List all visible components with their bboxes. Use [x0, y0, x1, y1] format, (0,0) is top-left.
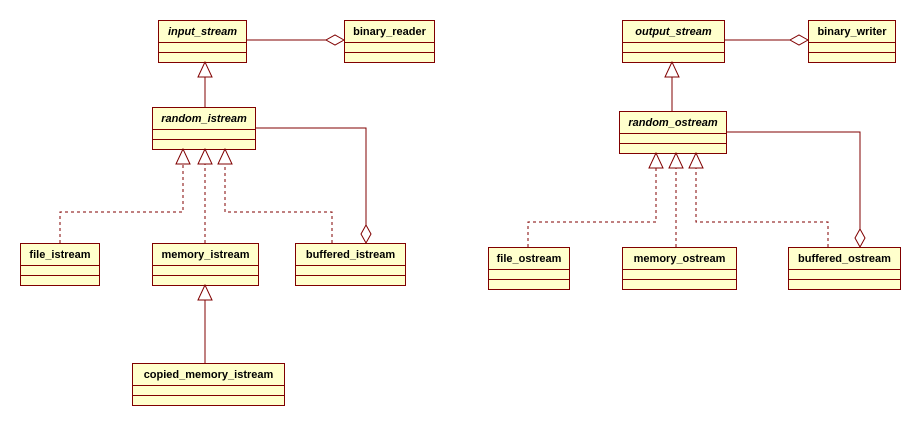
- class-name: memory_istream: [161, 249, 249, 261]
- aggregation-diamond: [854, 227, 866, 249]
- realization-line-file_ostream-random_ostream: [527, 168, 657, 247]
- class-output_stream[interactable]: output_stream: [622, 20, 725, 63]
- class-name: input_stream: [168, 26, 237, 38]
- generalization-arrowhead: [197, 147, 213, 165]
- class-name: random_istream: [161, 113, 247, 125]
- class-file_istream[interactable]: file_istream: [20, 243, 100, 286]
- realization-line-buffered_ostream-random_ostream: [695, 168, 829, 247]
- class-box: [488, 247, 570, 290]
- class-file_ostream[interactable]: file_ostream: [488, 247, 570, 290]
- class-box: [788, 247, 901, 290]
- aggregation-diamond: [360, 223, 372, 245]
- class-binary_reader[interactable]: binary_reader: [344, 20, 435, 63]
- class-name: buffered_istream: [306, 249, 395, 261]
- class-boxes: input_stream binary_reader random_istreamf…: [20, 20, 901, 406]
- class-box: [622, 20, 725, 63]
- class-name: binary_writer: [817, 26, 887, 38]
- class-box: [152, 243, 259, 286]
- generalization-arrowhead: [648, 151, 664, 169]
- class-box: [158, 20, 247, 63]
- class-box: [152, 107, 256, 150]
- generalization-arrowhead: [175, 147, 191, 165]
- class-box: [344, 20, 435, 63]
- class-box: [808, 20, 896, 63]
- class-random_istream[interactable]: random_istream: [152, 107, 256, 150]
- generalization-arrowhead: [668, 151, 684, 169]
- aggregation-diamond: [324, 34, 346, 46]
- generalization-arrowhead: [664, 60, 680, 78]
- generalization-arrowhead: [688, 151, 704, 169]
- realization-line-file_istream-random_istream: [59, 164, 184, 243]
- class-box: [622, 247, 737, 290]
- class-name: copied_memory_istream: [144, 369, 274, 381]
- class-name: output_stream: [635, 26, 712, 38]
- class-copied_memory_istream[interactable]: copied_memory_istream: [132, 363, 285, 406]
- aggregation-diamond: [788, 34, 810, 46]
- class-name: memory_ostream: [634, 253, 726, 265]
- aggregation-line-random_istream-buffered_istream: [255, 127, 367, 225]
- class-box: [20, 243, 100, 286]
- class-name: random_ostream: [628, 117, 717, 129]
- aggregation-line-random_ostream-buffered_ostream: [726, 131, 861, 229]
- class-box: [295, 243, 406, 286]
- class-name: binary_reader: [353, 26, 426, 38]
- class-name: file_ostream: [497, 253, 562, 265]
- class-box: [132, 363, 285, 406]
- generalization-arrowhead: [217, 147, 233, 165]
- relationship-markers: [175, 34, 866, 301]
- class-name: buffered_ostream: [798, 253, 891, 265]
- generalization-arrowhead: [197, 60, 213, 78]
- class-name: file_istream: [29, 249, 90, 261]
- class-memory_ostream[interactable]: memory_ostream: [622, 247, 737, 290]
- class-binary_writer[interactable]: binary_writer: [808, 20, 896, 63]
- class-random_ostream[interactable]: random_ostream: [619, 111, 727, 154]
- realization-line-buffered_istream-random_istream: [224, 164, 333, 243]
- class-buffered_ostream[interactable]: buffered_ostream: [788, 247, 901, 290]
- class-buffered_istream[interactable]: buffered_istream: [295, 243, 406, 286]
- class-memory_istream[interactable]: memory_istream: [152, 243, 259, 286]
- class-input_stream[interactable]: input_stream: [158, 20, 247, 63]
- generalization-arrowhead: [197, 283, 213, 301]
- relationship-lines: [59, 39, 861, 363]
- class-box: [619, 111, 727, 154]
